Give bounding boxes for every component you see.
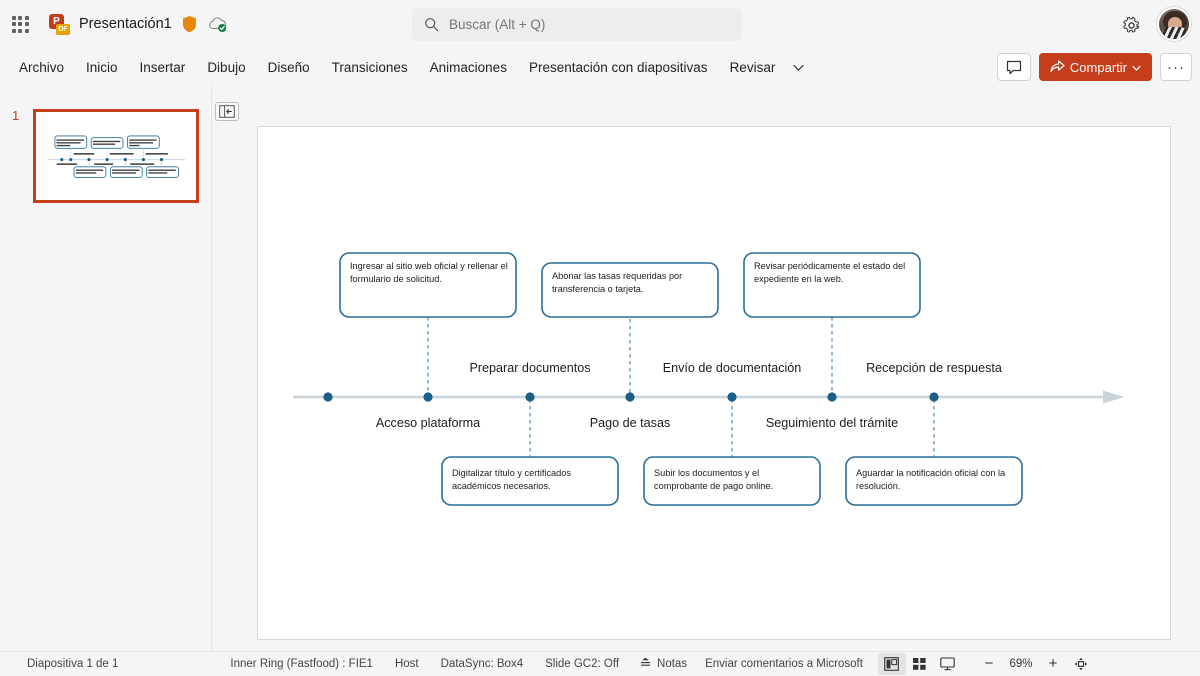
tab-dibujo[interactable]: Dibujo	[196, 56, 256, 79]
share-label: Compartir	[1070, 60, 1127, 75]
comment-icon[interactable]	[997, 53, 1031, 81]
timeline-diagram[interactable]: Preparar documentos Envío de documentaci…	[258, 127, 1172, 641]
milestone-label-acceso-plataforma: Acceso plataforma	[376, 416, 480, 430]
slide-count-label: Diapositiva 1 de 1	[16, 658, 129, 670]
callout-bottom-1-text: Digitalizar título y certificados académ…	[452, 467, 610, 492]
tab-archivo[interactable]: Archivo	[8, 56, 75, 79]
callout-top-3-text: Revisar periódicamente el estado del exp…	[754, 260, 912, 285]
chevron-down-icon[interactable]	[786, 56, 811, 79]
milestone-label-preparar-documentos: Preparar documentos	[469, 361, 590, 375]
search-icon	[424, 17, 439, 32]
status-item-inner-ring: Inner Ring (Fastfood) : FIE1	[219, 658, 384, 670]
normal-view-icon[interactable]	[878, 653, 906, 675]
callout-bottom-2[interactable]: Subir los documentos y el comprobante de…	[644, 457, 820, 505]
title-bar: PDF Presentación1	[0, 0, 1200, 48]
status-item-host: Host	[384, 658, 430, 670]
work-area: 1	[0, 86, 1200, 651]
thumbnail-preview	[36, 112, 196, 200]
tab-animaciones[interactable]: Animaciones	[419, 56, 518, 79]
zoom-out-button[interactable]: −	[976, 653, 1002, 675]
feedback-button[interactable]: Enviar comentarios a Microsoft	[696, 652, 872, 676]
settings-gear-icon[interactable]	[1117, 11, 1145, 39]
app-launcher-icon[interactable]	[0, 0, 40, 48]
share-button[interactable]: Compartir	[1039, 53, 1152, 81]
callout-bottom-3[interactable]: Aguardar la notificación oficial con la …	[846, 457, 1022, 505]
tab-inicio[interactable]: Inicio	[75, 56, 129, 79]
milestone-label-pago-de-tasas: Pago de tasas	[590, 416, 671, 430]
callout-top-2-text: Abonar las tasas requeridas por transfer…	[552, 270, 710, 295]
timeline-dot	[727, 392, 736, 401]
callout-top-3[interactable]: Revisar periódicamente el estado del exp…	[744, 253, 920, 317]
callout-bottom-1[interactable]: Digitalizar título y certificados académ…	[442, 457, 618, 505]
timeline-dot	[929, 392, 938, 401]
zoom-controls: − 69% +	[976, 653, 1094, 675]
grid-view-icon[interactable]	[906, 653, 934, 675]
timeline-dot	[625, 392, 634, 401]
notes-label: Notas	[657, 658, 687, 670]
chevron-down-icon	[1132, 60, 1141, 75]
timeline-dot	[423, 392, 432, 401]
fit-to-window-icon[interactable]	[1068, 653, 1094, 675]
milestone-label-envio-de-documentacion: Envío de documentación	[663, 361, 802, 375]
callout-top-2[interactable]: Abonar las tasas requeridas por transfer…	[542, 263, 718, 317]
document-title[interactable]: Presentación1	[79, 16, 172, 32]
reading-view-icon[interactable]	[934, 653, 962, 675]
notes-icon	[639, 657, 652, 671]
tab-revisar[interactable]: Revisar	[719, 56, 787, 79]
powerpoint-icon: PDF	[48, 13, 70, 35]
status-bar: Diapositiva 1 de 1 Inner Ring (Fastfood)…	[0, 651, 1200, 675]
view-buttons	[878, 653, 962, 675]
timeline-dot	[525, 392, 534, 401]
connector-lines-top	[428, 317, 832, 396]
callout-bottom-3-text: Aguardar la notificación oficial con la …	[856, 467, 1014, 492]
ribbon-tabs: Archivo Inicio Insertar Dibujo Diseño Tr…	[0, 48, 1200, 86]
slide-number: 1	[12, 108, 19, 123]
shield-icon[interactable]	[181, 15, 198, 33]
share-icon	[1050, 59, 1065, 76]
timeline-arrow-head	[1103, 391, 1124, 404]
ribbon-actions: Compartir ···	[997, 53, 1192, 81]
cloud-saved-icon[interactable]	[207, 15, 228, 33]
slide-thumbnail-panel: 1	[0, 86, 212, 651]
zoom-in-button[interactable]: +	[1040, 653, 1066, 675]
callout-top-1-text: Ingresar al sitio web oficial y rellenar…	[350, 260, 508, 285]
milestone-label-seguimiento-del-tramite: Seguimiento del trámite	[766, 416, 898, 430]
timeline-dot	[827, 392, 836, 401]
search-box[interactable]	[412, 8, 742, 41]
tab-presentacion-con-diapositivas[interactable]: Presentación con diapositivas	[518, 56, 719, 79]
tab-transiciones[interactable]: Transiciones	[321, 56, 419, 79]
tab-insertar[interactable]: Insertar	[129, 56, 197, 79]
status-item-datasync: DataSync: Box4	[430, 658, 534, 670]
zoom-level-label[interactable]: 69%	[1004, 658, 1038, 670]
callout-top-1[interactable]: Ingresar al sitio web oficial y rellenar…	[340, 253, 516, 317]
slide-1-canvas[interactable]: Preparar documentos Envío de documentaci…	[257, 126, 1171, 640]
slide-thumbnail-1[interactable]	[33, 109, 199, 203]
callout-bottom-2-text: Subir los documentos y el comprobante de…	[654, 467, 812, 492]
tab-diseno[interactable]: Diseño	[257, 56, 321, 79]
status-item-slide-gc2: Slide GC2: Off	[534, 658, 630, 670]
user-avatar[interactable]	[1157, 7, 1191, 41]
slide-canvas-area: Preparar documentos Envío de documentaci…	[212, 86, 1200, 651]
timeline-dot	[323, 392, 332, 401]
more-options-button[interactable]: ···	[1160, 53, 1192, 81]
notes-button[interactable]: Notas	[630, 652, 696, 676]
search-input[interactable]	[449, 17, 719, 32]
milestone-label-recepcion-de-respuesta: Recepción de respuesta	[866, 361, 1002, 375]
